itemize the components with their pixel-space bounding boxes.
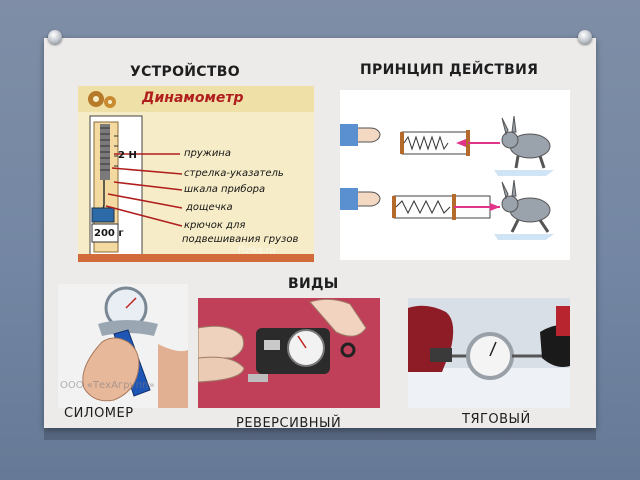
reversive-photo (198, 298, 380, 408)
pin-icon (48, 30, 62, 44)
watermark: Fizika.ru (238, 246, 276, 256)
gear-icon (88, 91, 116, 108)
caption-reversive: РЕВЕРСИВНЫЙ (236, 416, 342, 431)
tyagovy-art (408, 298, 570, 408)
principle-art (340, 115, 554, 240)
caption-silomer: СИЛОМЕР (64, 406, 134, 421)
tyagovy-photo (408, 298, 570, 408)
silomer-photo: ООО «ТехАгрупп» (58, 284, 188, 408)
diagram-title: Динамометр (142, 90, 244, 106)
principle-illustration (340, 90, 570, 260)
donkey-icon (494, 179, 554, 240)
scale-reading: 2 Н (118, 150, 137, 161)
weight-label: 200 г (94, 228, 124, 239)
caption-tyagovy: ТЯГОВЫЙ (462, 412, 531, 427)
heading-types: ВИДЫ (288, 276, 339, 292)
label-hook-2: подвешивания грузов (182, 234, 299, 245)
label-pointer: стрелка-указатель (184, 168, 284, 179)
label-scale: шкала прибора (184, 184, 266, 195)
watermark: ООО «ТехАгрупп» (60, 380, 155, 391)
device-diagram: Динамометр 2 Н 200 г пружина стрелка-ука… (78, 86, 314, 262)
heading-device: УСТРОЙСТВО (130, 64, 240, 80)
hand-icon (340, 124, 381, 146)
label-spring: пружина (184, 148, 231, 159)
pin-icon (578, 30, 592, 44)
heading-principle: ПРИНЦИП ДЕЙСТВИЯ (360, 62, 539, 78)
slide-shadow (44, 428, 596, 440)
hand-icon (340, 188, 381, 210)
label-hook: крючок для (184, 220, 246, 231)
silomer-art (58, 284, 188, 408)
reversive-art (198, 298, 380, 408)
device-diagram-art (78, 86, 314, 262)
donkey-icon (494, 115, 554, 176)
label-board: дощечка (186, 202, 233, 213)
